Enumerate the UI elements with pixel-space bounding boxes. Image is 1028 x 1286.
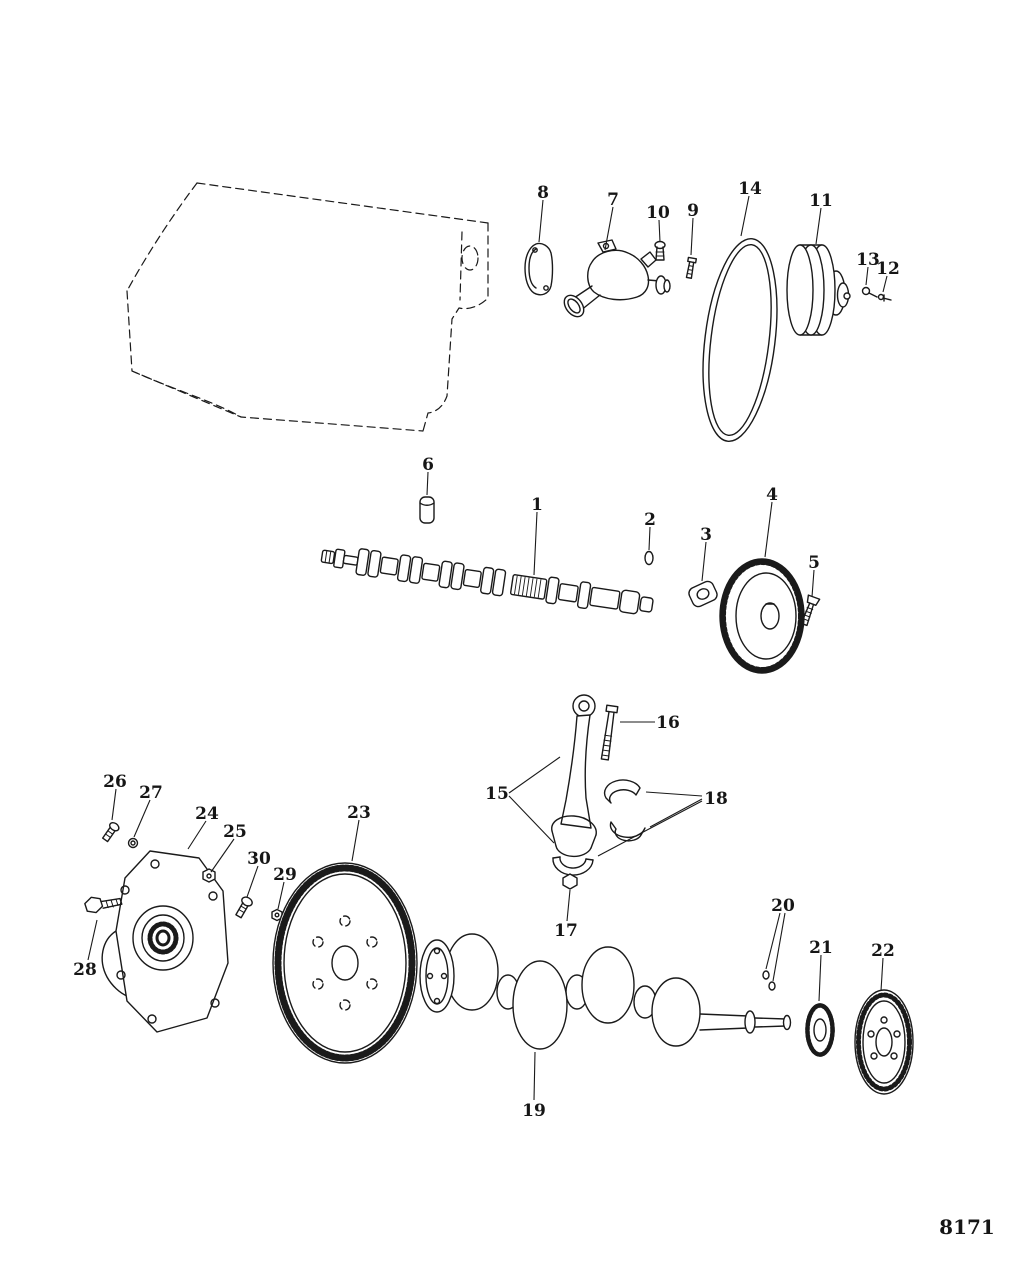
callout-7: 7 (607, 190, 619, 210)
drive-coupler (101, 850, 229, 1033)
callout-4: 4 (766, 485, 778, 505)
water-pump-pulley (786, 244, 851, 336)
connecting-rod (551, 694, 597, 890)
callout-12: 12 (876, 259, 900, 279)
callout-29: 29 (273, 865, 297, 885)
figure-number: 8171 (939, 1215, 995, 1239)
callout-20: 20 (771, 896, 795, 916)
pump-bolt (654, 240, 666, 261)
callout-19: 19 (522, 1101, 546, 1121)
woodruff-key (688, 580, 718, 608)
rod-bolt (600, 704, 619, 761)
callout-15: 15 (485, 784, 509, 804)
callout-27: 27 (139, 783, 163, 803)
crankshaft (419, 933, 792, 1050)
engine-block-outline (126, 182, 489, 432)
camshaft-gear (719, 558, 805, 674)
callout-26: 26 (103, 772, 127, 792)
callout-21: 21 (809, 938, 833, 958)
callout-11: 11 (809, 191, 833, 211)
callout-2: 2 (644, 510, 656, 530)
pulley-screw-12 (877, 293, 892, 302)
camshaft (320, 548, 654, 615)
coupler-nut-25 (202, 868, 216, 883)
callout-1: 1 (531, 495, 543, 515)
callout-18: 18 (704, 789, 728, 809)
drive-belt (702, 237, 778, 443)
callout-28: 28 (73, 960, 97, 980)
callout-14: 14 (738, 179, 762, 199)
callout-13: 13 (856, 250, 880, 270)
flywheel (272, 862, 418, 1064)
callout-8: 8 (537, 183, 549, 203)
callout-3: 3 (700, 525, 712, 545)
crankshaft-gear (805, 1003, 835, 1057)
callout-9: 9 (687, 201, 699, 221)
callout-30: 30 (247, 849, 271, 869)
water-pump-gasket (524, 242, 554, 296)
pump-screw (685, 256, 698, 279)
crankshaft-pulley (854, 989, 914, 1095)
water-pump (563, 239, 671, 318)
bearing-shells (603, 779, 646, 842)
callout-16: 16 (656, 713, 680, 733)
coupler-bolt-30 (235, 896, 253, 919)
rod-nut (562, 873, 578, 890)
callout-25: 25 (223, 822, 247, 842)
coupler-bolt-28 (84, 896, 123, 914)
callout-10: 10 (646, 203, 670, 223)
gear-bolt (800, 594, 821, 627)
leader-lines (87, 195, 888, 1101)
callout-6: 6 (422, 455, 434, 475)
callout-22: 22 (871, 941, 895, 961)
coupler-bolt-26 (101, 821, 120, 843)
coupler-washer-27 (127, 837, 139, 849)
dowel-pin (419, 496, 435, 524)
retainer-ring (644, 550, 654, 566)
callout-23: 23 (347, 803, 371, 823)
callout-5: 5 (808, 553, 820, 573)
crank-dowels (762, 970, 776, 991)
pulley-screw-13 (861, 286, 878, 298)
callout-17: 17 (554, 921, 578, 941)
callout-24: 24 (195, 804, 219, 824)
